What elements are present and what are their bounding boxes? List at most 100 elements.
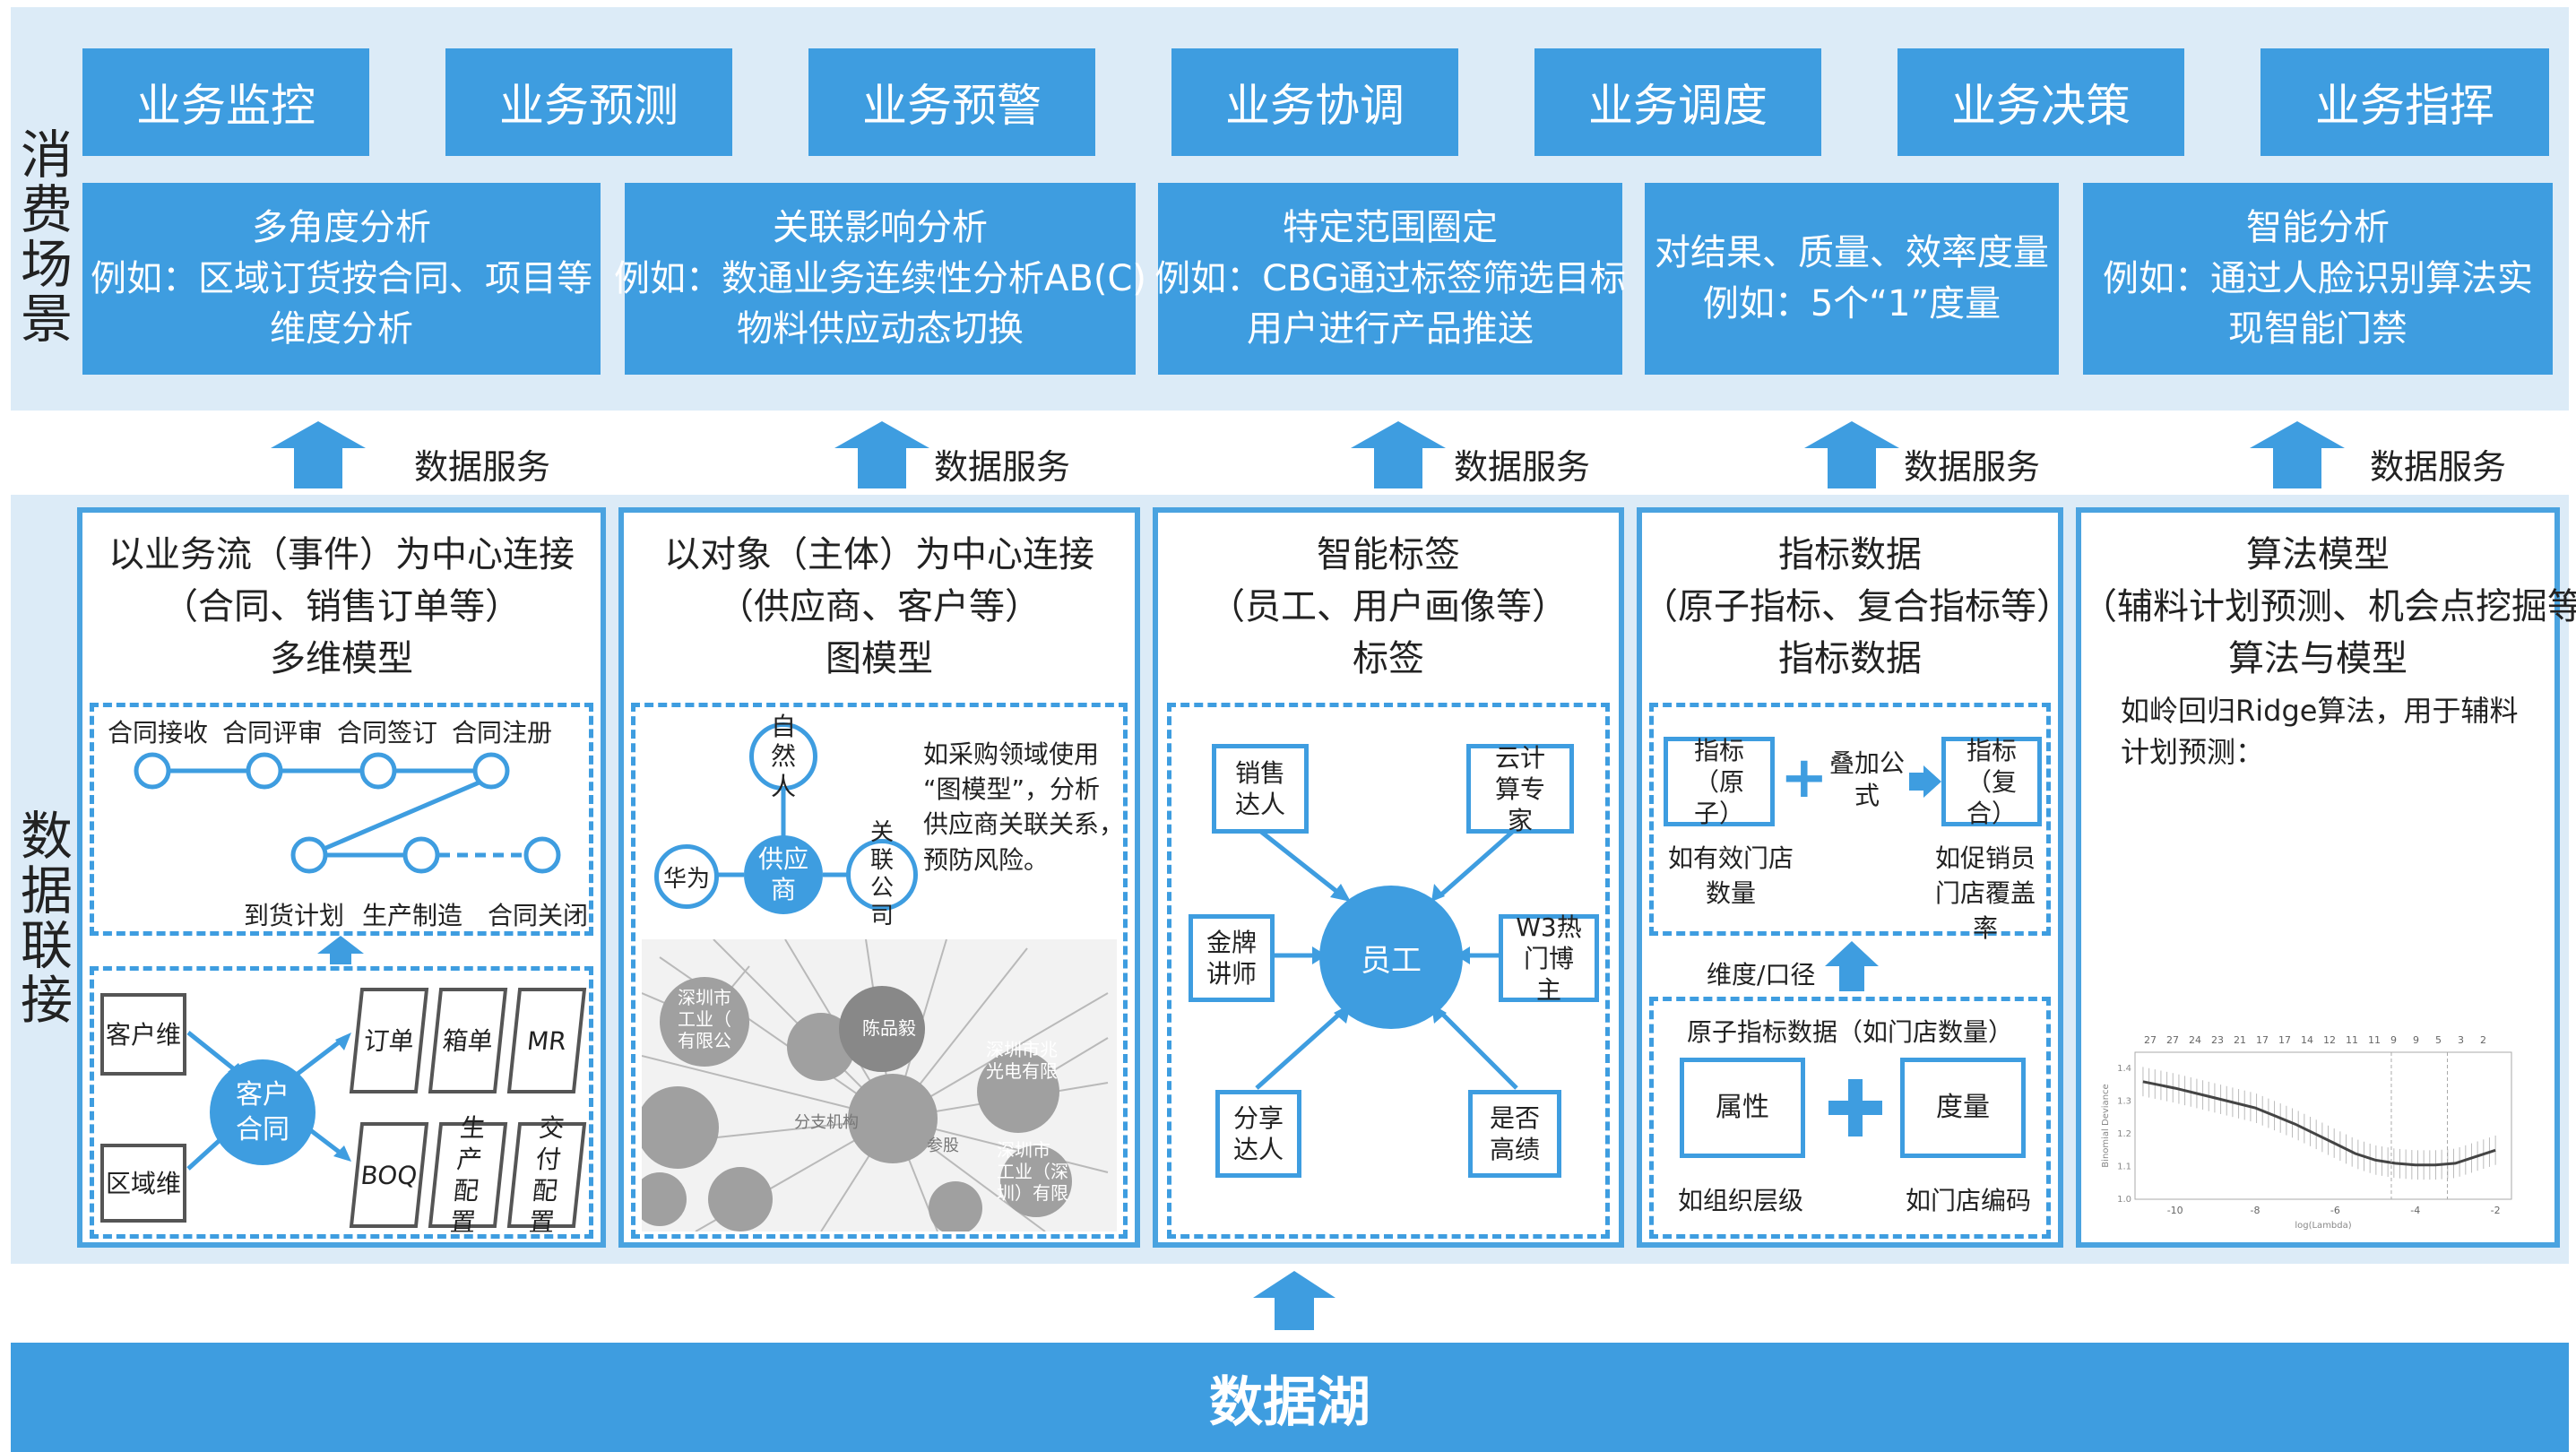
ridge-top-tick: 17 — [2278, 1034, 2291, 1046]
scene-intelligent: 智能分析 例如：通过人脸识别算法实 现智能门禁 — [2083, 183, 2553, 375]
flow-node-label: 合同签订 — [337, 718, 438, 748]
flow-node-label: 到货计划 — [244, 901, 345, 930]
flow-node-label: 生产制造 — [362, 901, 463, 930]
panel4-title: 指标数据 （原子指标、复合指标等） 指标数据 — [1642, 529, 2072, 685]
metric-formula-box — [1649, 703, 2051, 936]
data-service-label: 数据服务 — [934, 447, 1071, 487]
dim-region: 区域维 — [100, 1144, 186, 1223]
up-arrow-icon — [317, 936, 364, 964]
atomic-data-box — [1649, 997, 2051, 1239]
top-btn-coordinate[interactable]: 业务协调 — [1171, 48, 1458, 156]
connect-char: 数 — [20, 806, 73, 868]
tag-w3-blogger: W3热门博主 — [1499, 912, 1599, 1005]
graph-desc-line: 供应商关联关系， — [923, 809, 1125, 840]
doc-mr: MR — [506, 988, 587, 1093]
top-btn-monitor[interactable]: 业务监控 — [82, 48, 369, 156]
panel1-title-line: （合同、销售订单等） — [162, 586, 521, 627]
scene-text: 用户进行产品推送 — [1247, 308, 1534, 350]
service-arrows — [271, 421, 2345, 488]
ridge-x-tick: -6 — [2330, 1205, 2340, 1216]
scene-text: 对结果、质量、效率度量 — [1655, 232, 2049, 274]
dim-customer: 客户维 — [100, 993, 186, 1076]
data-service-label: 数据服务 — [414, 447, 551, 487]
panel5-title-line: （辅料计划预测、机会点挖掘等） — [2081, 586, 2576, 627]
scene-text: 例如：区域订货按合同、项目等 — [91, 257, 592, 299]
tag-cloud-expert: 云计算专家 — [1466, 743, 1574, 835]
graph-label: 深圳市 — [678, 987, 731, 1008]
scene-text: 多角度分析 — [252, 206, 431, 248]
panel2-title-line: 以对象（主体）为中心连接 — [664, 534, 1094, 575]
panel4-title-line: 指标数据 — [1778, 534, 1922, 575]
social-graph-image: 陈品毅 深圳市兆 光电有限 深圳市 工业（ 有限公 深圳市 工业（深 圳）有限 … — [642, 939, 1117, 1232]
graph-label: 深圳市 — [997, 1139, 1050, 1161]
doc-delivery-config: 交付配置 — [506, 1113, 587, 1237]
data-service-label: 数据服务 — [1904, 447, 2041, 487]
node-supplier: 供应商 — [744, 835, 823, 914]
panel1-title: 以业务流（事件）为中心连接 （合同、销售订单等） 多维模型 — [82, 529, 601, 685]
ridge-top-tick: 27 — [2166, 1034, 2179, 1046]
graph-label: 光电有限 — [986, 1060, 1058, 1082]
ridge-x-tick: -4 — [2410, 1205, 2420, 1216]
ridge-top-tick: 21 — [2234, 1034, 2246, 1046]
panel3-title-line: 智能标签 — [1317, 534, 1460, 575]
panel2-title: 以对象（主体）为中心连接 （供应商、客户等） 图模型 — [624, 529, 1135, 685]
graph-center-label: 陈品毅 — [862, 1017, 916, 1039]
scene-relation-impact: 关联影响分析 例如：数通业务连续性分析AB(C) 物料供应动态切换 — [614, 183, 1146, 375]
graph-desc-line: 如采购领域使用 — [923, 739, 1100, 769]
consume-char: 景 — [20, 288, 73, 350]
metric-composite-example: 如促销员门店覆盖率 — [1934, 843, 2036, 944]
metric-atomic: 指标（原子） — [1664, 736, 1775, 828]
top-btn-alert[interactable]: 业务预警 — [808, 48, 1095, 156]
top-btn-schedule[interactable]: 业务调度 — [1534, 48, 1821, 156]
ridge-top-tick: 9 — [2413, 1034, 2419, 1046]
algorithm-desc-line: 如岭回归Ridge算法，用于辅料 — [2121, 694, 2519, 728]
consume-char: 消 — [20, 125, 73, 186]
panel4-title-line: （原子指标、复合指标等） — [1642, 586, 2072, 627]
algorithm-desc: 如岭回归Ridge算法，用于辅料 计划预测： — [2121, 690, 2518, 774]
node-natural-person: 自然人 — [749, 712, 817, 801]
ridge-top-tick: 2 — [2480, 1034, 2486, 1046]
ridge-top-tick: 5 — [2435, 1034, 2442, 1046]
doc-prod-config: 生产配置 — [428, 1113, 508, 1237]
up-arrow-icon — [834, 421, 929, 488]
data-lake-bar: 数据湖 — [11, 1343, 2569, 1452]
up-arrow-icon — [271, 421, 366, 488]
graph-label: 分支机构 — [794, 1113, 859, 1132]
flow-lines — [134, 752, 561, 874]
scene-text: 现智能门禁 — [2228, 308, 2407, 350]
graph-label: 工业（ — [678, 1008, 731, 1030]
top-btn-command[interactable]: 业务指挥 — [2260, 48, 2549, 156]
tag-center-employee: 员工 — [1319, 886, 1463, 1029]
top-btn-decision[interactable]: 业务决策 — [1897, 48, 2184, 156]
scene-text: 物料供应动态切换 — [737, 308, 1024, 350]
panel2-title-line: （供应商、客户等） — [718, 586, 1041, 627]
top-btn-forecast[interactable]: 业务预测 — [445, 48, 732, 156]
graph-label: 参股 — [927, 1137, 959, 1155]
consume-char: 费 — [20, 179, 73, 241]
graph-label: 工业（深 — [997, 1161, 1068, 1182]
graph-desc-line: 预防风险。 — [923, 844, 1050, 875]
scene-multi-angle: 多角度分析 例如：区域订货按合同、项目等 维度分析 — [82, 183, 601, 375]
flow-node-label: 合同评审 — [222, 718, 324, 748]
connect-char: 联 — [20, 915, 73, 976]
algorithm-desc-line: 计划预测： — [2121, 735, 2265, 770]
ridge-x-tick: -10 — [2167, 1205, 2183, 1216]
up-arrow-icon — [1825, 941, 1879, 991]
ridge-xlabel: log(Lambda) — [2295, 1221, 2351, 1231]
up-arrow-icon — [1804, 421, 1899, 488]
panel5-title: 算法模型 （辅料计划预测、机会点挖掘等） 算法与模型 — [2081, 529, 2576, 685]
ridge-top-tick: 11 — [2346, 1034, 2358, 1046]
scene-text: 关联影响分析 — [773, 206, 988, 248]
ridge-top-tick: 12 — [2323, 1034, 2336, 1046]
metric-atomic-example: 如有效门店数量 — [1667, 843, 1794, 909]
ridge-top-tick: 23 — [2211, 1034, 2224, 1046]
doc-boq: BOQ — [349, 1122, 429, 1228]
tag-sales-expert: 销售达人 — [1212, 744, 1309, 834]
ridge-y-tick: 1.4 — [2117, 1064, 2131, 1074]
doc-order: 订单 — [349, 988, 429, 1093]
consume-side-label: 消 费 场 景 — [20, 90, 73, 385]
ridge-ylabel: Binomial Deviance — [2101, 1084, 2111, 1167]
ridge-y-tick: 1.3 — [2117, 1097, 2131, 1107]
consume-char: 场 — [20, 234, 73, 295]
graph-label: 有限公 — [678, 1030, 731, 1051]
